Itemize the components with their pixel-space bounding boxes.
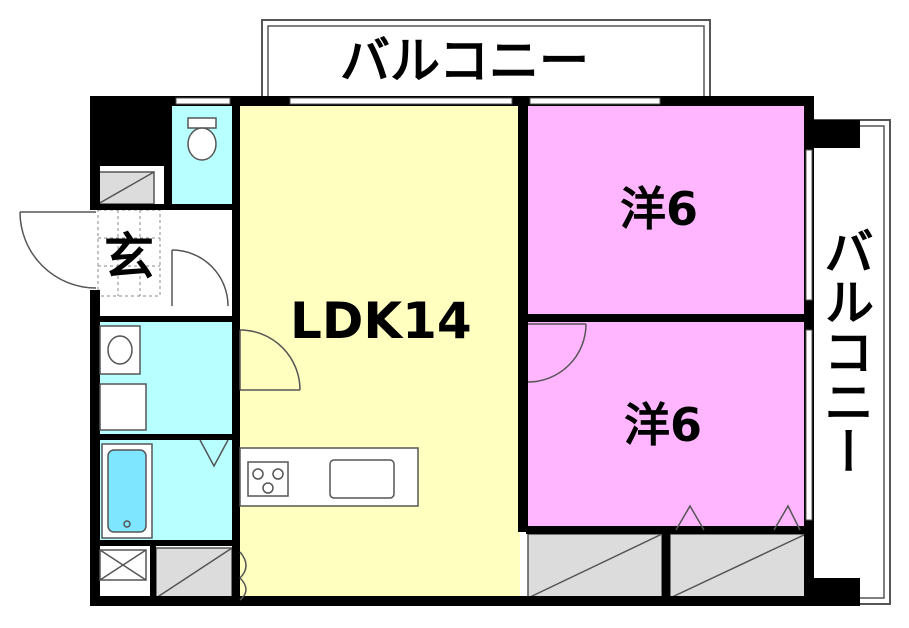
balcony-top-label: バルコニー — [340, 32, 589, 90]
balcony-right-label: バルコニー — [816, 226, 874, 476]
bedroom-2 — [526, 322, 806, 528]
washbasin — [99, 325, 147, 431]
windows — [175, 97, 813, 521]
bedroom-1 — [526, 104, 806, 316]
bathtub — [101, 443, 153, 539]
toilet-bowl — [187, 117, 217, 161]
entrance-label: 玄 — [104, 228, 154, 286]
bedroom-2-label: 洋6 — [624, 398, 703, 452]
doors — [19, 211, 801, 601]
balcony-top — [261, 19, 711, 99]
ldk-room — [238, 104, 520, 598]
ldk-label: LDK14 — [290, 292, 472, 350]
bedroom-1-label: 洋6 — [620, 182, 699, 236]
meter-box — [99, 549, 147, 581]
kitchen-counter — [239, 447, 419, 507]
